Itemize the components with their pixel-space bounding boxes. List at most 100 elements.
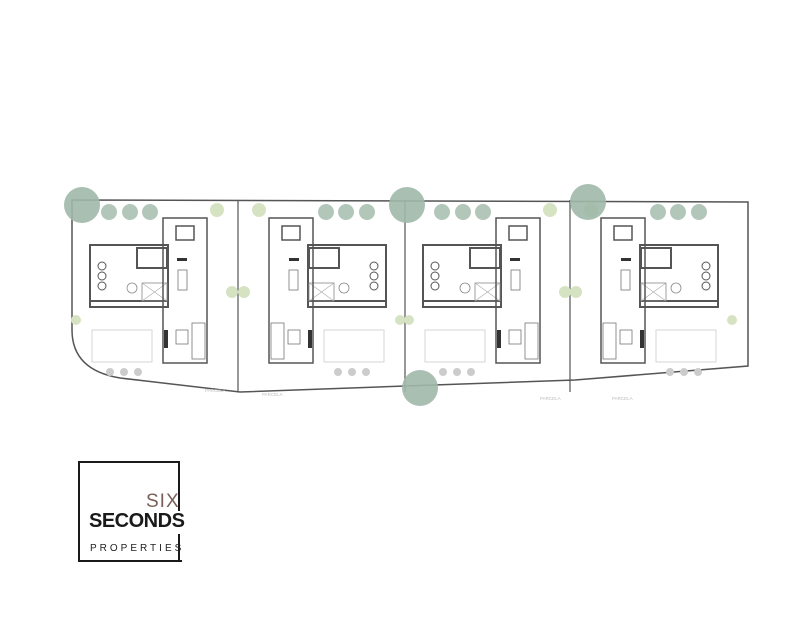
logo-seconds: SECONDS	[89, 510, 185, 532]
logo-frame-right	[178, 461, 180, 511]
sunbed	[701, 281, 711, 291]
skylight	[640, 282, 667, 302]
house	[268, 217, 314, 364]
stair	[308, 247, 340, 269]
sofa	[524, 322, 539, 360]
bush	[439, 368, 447, 376]
house	[162, 217, 208, 364]
rug	[508, 329, 522, 345]
tree	[455, 204, 471, 220]
tree	[434, 204, 450, 220]
pool	[91, 329, 153, 363]
tree	[142, 204, 158, 220]
pool	[323, 329, 385, 363]
tree	[122, 204, 138, 220]
tree	[359, 204, 375, 220]
shrub	[543, 203, 557, 217]
rug	[619, 329, 633, 345]
tree	[338, 204, 354, 220]
sunbed	[369, 261, 379, 271]
stair	[469, 247, 501, 269]
parasol	[126, 282, 138, 294]
parasol	[670, 282, 682, 294]
table	[510, 269, 521, 291]
pool	[424, 329, 486, 363]
sofa	[602, 322, 617, 360]
large-tree	[402, 370, 438, 406]
house	[600, 217, 646, 364]
large-tree	[64, 187, 100, 223]
window	[175, 225, 195, 241]
bush	[467, 368, 475, 376]
large-tree	[389, 187, 425, 223]
sofa	[270, 322, 285, 360]
large-tree	[570, 184, 606, 220]
shrub	[727, 315, 737, 325]
counter	[510, 258, 520, 261]
stair	[136, 247, 168, 269]
shrub	[210, 203, 224, 217]
sofa	[191, 322, 206, 360]
house	[495, 217, 541, 364]
sunbed	[430, 281, 440, 291]
house-unit	[238, 203, 405, 376]
table	[177, 269, 188, 291]
parcel-label: PARCELA	[205, 388, 226, 393]
bush	[680, 368, 688, 376]
rug	[287, 329, 301, 345]
tree	[475, 204, 491, 220]
logo-frame	[78, 461, 182, 562]
door	[497, 330, 501, 348]
bush	[134, 368, 142, 376]
stair	[640, 247, 672, 269]
tree	[318, 204, 334, 220]
pool	[655, 329, 717, 363]
parcel-label: PARCELA	[262, 392, 283, 397]
house-unit	[404, 203, 571, 376]
skylight	[308, 282, 335, 302]
house-unit	[570, 203, 737, 376]
door	[640, 330, 644, 348]
bush	[362, 368, 370, 376]
sunbed	[430, 261, 440, 271]
sunbed	[97, 271, 107, 281]
shrub	[226, 286, 238, 298]
parcel-label: PARCELA	[612, 396, 633, 401]
parasol	[459, 282, 471, 294]
logo-frame-right-lower	[178, 534, 180, 562]
door	[164, 330, 168, 348]
parasol	[338, 282, 350, 294]
tree	[691, 204, 707, 220]
shrub	[570, 286, 582, 298]
tree	[101, 204, 117, 220]
window	[508, 225, 528, 241]
rug	[175, 329, 189, 345]
window	[281, 225, 301, 241]
shrub	[559, 286, 571, 298]
sunbed	[369, 271, 379, 281]
bush	[106, 368, 114, 376]
tree	[670, 204, 686, 220]
bush	[120, 368, 128, 376]
bush	[348, 368, 356, 376]
shrub	[404, 315, 414, 325]
shrub	[238, 286, 250, 298]
parcel-label: PARCELA	[540, 396, 561, 401]
skylight	[141, 282, 168, 302]
site-boundary	[71, 199, 749, 393]
sunbed	[701, 261, 711, 271]
table	[620, 269, 631, 291]
shrub	[71, 315, 81, 325]
skylight	[474, 282, 501, 302]
bush	[694, 368, 702, 376]
sunbed	[97, 261, 107, 271]
counter	[621, 258, 631, 261]
bush	[666, 368, 674, 376]
sunbed	[97, 281, 107, 291]
door	[308, 330, 312, 348]
shrub	[252, 203, 266, 217]
sunbed	[701, 271, 711, 281]
bush	[334, 368, 342, 376]
bush	[453, 368, 461, 376]
